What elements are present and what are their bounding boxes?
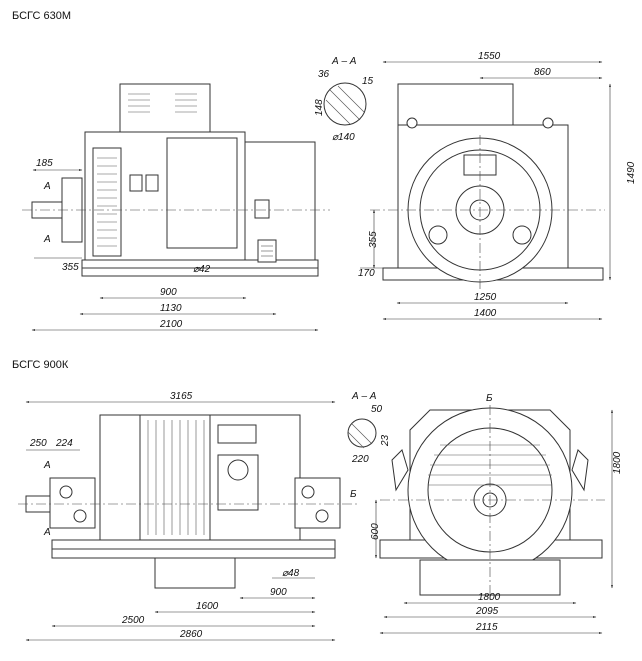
dim-phi48: ⌀48 [282, 568, 300, 579]
view-b-left: Б [350, 489, 357, 500]
dim-860: 860 [534, 67, 551, 78]
dim-phi140: ⌀140 [332, 132, 355, 143]
dim-900: 900 [160, 287, 177, 298]
dim-600: 600 [370, 523, 381, 540]
dim-15: 15 [362, 76, 374, 87]
dim-1800h: 1800 [478, 592, 501, 603]
dim-2860: 2860 [179, 629, 203, 640]
cut-label-top: А [43, 181, 51, 192]
drawing2-section-aa: А – А 50 23 220 [347, 391, 391, 465]
drawing2-side-view [18, 414, 360, 589]
view-b-right: Б [486, 393, 493, 404]
dim-220: 220 [351, 454, 369, 465]
dim-900: 900 [270, 587, 287, 598]
section-label-2: А – А [351, 391, 377, 402]
drawing1-title: БСГС 630М [12, 10, 71, 22]
dim-2100: 2100 [159, 319, 183, 330]
drawing2-side-dimensions: 3165 250 224 А А Б ⌀48 900 1600 2500 286… [25, 391, 357, 642]
drawing1-end-dimensions: 1550 860 1490 355 170 1250 1400 [358, 51, 637, 321]
dim-23: 23 [380, 434, 391, 447]
dim-1250: 1250 [474, 292, 497, 303]
dim-1550: 1550 [478, 51, 501, 62]
drawing1-section-aa: А – А 36 15 148 ⌀140 [314, 56, 374, 143]
dim-185: 185 [36, 158, 53, 169]
dim-170: 170 [358, 268, 375, 279]
cut-label-2-bottom: А [43, 527, 51, 538]
dim-2115: 2115 [475, 622, 498, 633]
dim-355b: 355 [368, 231, 379, 248]
cut-label-bottom: А [43, 234, 51, 245]
dim-phi42: ⌀42 [193, 264, 211, 275]
dim-355a: 355 [62, 262, 79, 273]
dim-224: 224 [55, 438, 73, 449]
drawing2-end-dimensions: 1800 600 1800 2095 2115 [370, 409, 623, 635]
drawing2-end-view: Б [379, 393, 605, 600]
dim-1800v: 1800 [612, 451, 623, 474]
dim-1130: 1130 [160, 303, 182, 314]
dim-50: 50 [371, 404, 383, 415]
dim-250: 250 [29, 438, 47, 449]
section-label-1: А – А [331, 56, 357, 67]
drawing1-side-dimensions: 185 А А 355 ⌀42 900 1130 2100 [31, 158, 319, 332]
dim-1600: 1600 [196, 601, 219, 612]
dim-36: 36 [318, 69, 330, 80]
drawing1-end-view [370, 83, 605, 290]
drawing1-side-view [22, 83, 330, 277]
dim-1490: 1490 [626, 161, 637, 184]
cut-label-2-top: А [43, 460, 51, 471]
dim-2095: 2095 [475, 606, 499, 617]
dim-2500: 2500 [121, 615, 145, 626]
dim-3165: 3165 [170, 391, 193, 402]
dim-1400: 1400 [474, 308, 497, 319]
dim-148: 148 [314, 99, 325, 116]
drawing2-title: БСГС 900К [12, 359, 69, 371]
